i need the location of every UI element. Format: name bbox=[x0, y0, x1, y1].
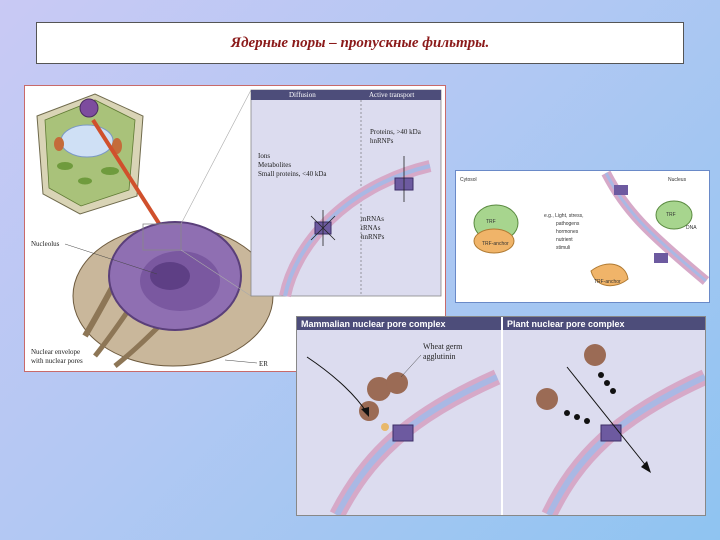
pore-complex-diffusion bbox=[310, 210, 336, 246]
pore-b-bottom bbox=[654, 253, 668, 263]
panel-a-drawing: Diffusion Active transport Proteins, >40… bbox=[31, 89, 442, 368]
label-wga-1: Wheat germ bbox=[423, 342, 463, 351]
header-diffusion: Diffusion bbox=[289, 91, 316, 99]
label-er: ER bbox=[259, 360, 268, 368]
header-mammalian: Mammalian nuclear pore complex bbox=[301, 319, 446, 329]
mammalian-arrow-icon bbox=[306, 356, 368, 414]
label-hnrnps-top: hnRNPs bbox=[370, 137, 394, 145]
label-mrnas: mRNAs bbox=[361, 215, 384, 223]
nucleus-illustration bbox=[72, 221, 274, 368]
panel-c-drawing: Mammalian nuclear pore complex Plant nuc… bbox=[297, 317, 705, 515]
slide-title-box: Ядерные поры – пропускные фильтры. bbox=[36, 22, 684, 64]
plant-wga-blobs bbox=[536, 344, 616, 424]
pore-complex-active bbox=[394, 156, 414, 202]
trf-anchor-bottom bbox=[590, 263, 629, 287]
pore-complex-comparison-figure: Mammalian nuclear pore complex Plant nuc… bbox=[296, 316, 706, 516]
label-nuclear-envelope-2: with nuclear pores bbox=[31, 357, 83, 365]
nuclear-pore-transport-figure: Diffusion Active transport Proteins, >40… bbox=[24, 85, 446, 372]
label-wga-2: agglutinin bbox=[423, 352, 455, 361]
label-nucleolus: Nucleolus bbox=[31, 240, 60, 248]
slide-title: Ядерные поры – пропускные фильтры. bbox=[230, 34, 490, 51]
mammalian-pore bbox=[392, 424, 414, 442]
transport-inset bbox=[250, 89, 442, 297]
label-trf-left: TRF bbox=[486, 219, 496, 225]
label-nucleus: Nucleus bbox=[668, 177, 687, 183]
plant-cell-illustration bbox=[36, 93, 144, 215]
label-trf-anchor-bottom: TRF-anchor bbox=[594, 279, 621, 285]
panel-b-drawing: Cytosol Nucleus TRF TRF-anchor e.g., Lig… bbox=[460, 171, 709, 287]
label-small-proteins: Small proteins, <40 kDa bbox=[258, 170, 327, 178]
zoom-region-outline bbox=[142, 223, 182, 251]
label-nuclear-envelope-1: Nuclear envelope bbox=[31, 348, 80, 356]
label-stimulus-4: nutrient bbox=[556, 237, 573, 243]
label-ions: Ions bbox=[258, 152, 270, 160]
label-trf-right: TRF bbox=[666, 212, 676, 218]
label-hnrnps-bottom: hnRNPs bbox=[361, 233, 385, 241]
label-cytosol: Cytosol bbox=[460, 177, 477, 183]
header-plant: Plant nuclear pore complex bbox=[507, 319, 625, 329]
trf-regulation-figure: Cytosol Nucleus TRF TRF-anchor e.g., Lig… bbox=[455, 170, 710, 303]
header-active-transport: Active transport bbox=[369, 91, 414, 99]
plant-arrow-icon bbox=[566, 366, 648, 468]
label-stimulus-5: stimuli bbox=[556, 245, 570, 251]
label-stimulus-2: pathogens bbox=[556, 221, 580, 227]
plant-pore bbox=[600, 424, 622, 442]
label-proteins: Proteins, >40 kDa bbox=[370, 128, 422, 136]
label-stimulus-3: hormones bbox=[556, 229, 579, 235]
label-dna: DNA bbox=[686, 225, 697, 231]
trf-complex-right bbox=[655, 200, 693, 230]
trf-complex-left bbox=[473, 204, 519, 254]
pore-b-top bbox=[614, 185, 628, 195]
label-stimulus-1: e.g., Light, stress, bbox=[544, 213, 583, 219]
label-metabolites: Metabolites bbox=[258, 161, 291, 169]
label-trnas: tRNAs bbox=[361, 224, 381, 232]
label-trf-anchor: TRF-anchor bbox=[482, 241, 509, 247]
